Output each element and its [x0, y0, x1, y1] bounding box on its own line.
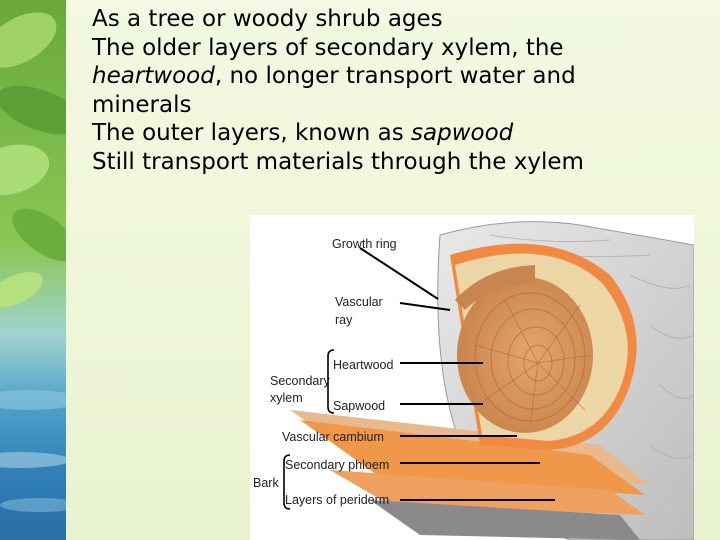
leader-vascular-ray — [399, 302, 451, 311]
line-text: Still transport materials through the xy… — [92, 148, 584, 175]
slide-text: As a tree or woody shrub ages The older … — [92, 5, 712, 176]
secondary-phloem-label: Secondary phloem — [285, 458, 390, 472]
line-text: The outer layers, known as — [92, 120, 412, 146]
ray-label: ray — [335, 313, 353, 327]
trunk-illustration — [283, 221, 694, 540]
text-line-6: Still transport materials through the xy… — [92, 148, 712, 177]
layers-of-periderm-label: Layers of periderm — [285, 493, 390, 507]
sapwood-term: sapwood — [411, 120, 514, 146]
line-text: minerals — [92, 91, 192, 118]
heartwood-term: heartwood — [92, 63, 215, 89]
heartwood-side — [455, 265, 535, 310]
bark-label: Bark — [253, 476, 279, 490]
decorative-leaf-strip — [0, 0, 66, 540]
leaf-water-image — [0, 12, 66, 512]
heartwood-label: Heartwood — [333, 358, 394, 372]
text-line-4: minerals — [92, 91, 712, 120]
sapwood-label: Sapwood — [333, 399, 386, 413]
bark-bracket — [283, 454, 291, 510]
line-text: , no longer transport water and — [214, 63, 576, 89]
xylem-label: xylem — [270, 391, 303, 405]
text-line-2: The older layers of secondary xylem, the — [92, 34, 712, 63]
text-line-5: The outer layers, known as sapwood — [92, 119, 712, 148]
growth-ring-label: Growth ring — [332, 237, 397, 251]
text-line-3: heartwood, no longer transport water and — [92, 62, 712, 91]
line-text: The older layers of secondary xylem, the — [92, 34, 564, 61]
vascular-cambium-label: Vascular cambium — [282, 430, 384, 444]
leader-growth-ring — [359, 247, 439, 300]
periderm-layer — [370, 500, 640, 540]
wood-cross-section-figure: Growth ring Vascular ray Heartwood Secon… — [250, 215, 694, 540]
secondary-label: Secondary — [270, 374, 330, 388]
line-text: As a tree or woody shrub ages — [92, 6, 443, 32]
secondary-xylem-bracket — [327, 349, 335, 414]
text-line-1: As a tree or woody shrub ages — [92, 5, 712, 34]
vascular-label: Vascular — [335, 295, 383, 309]
